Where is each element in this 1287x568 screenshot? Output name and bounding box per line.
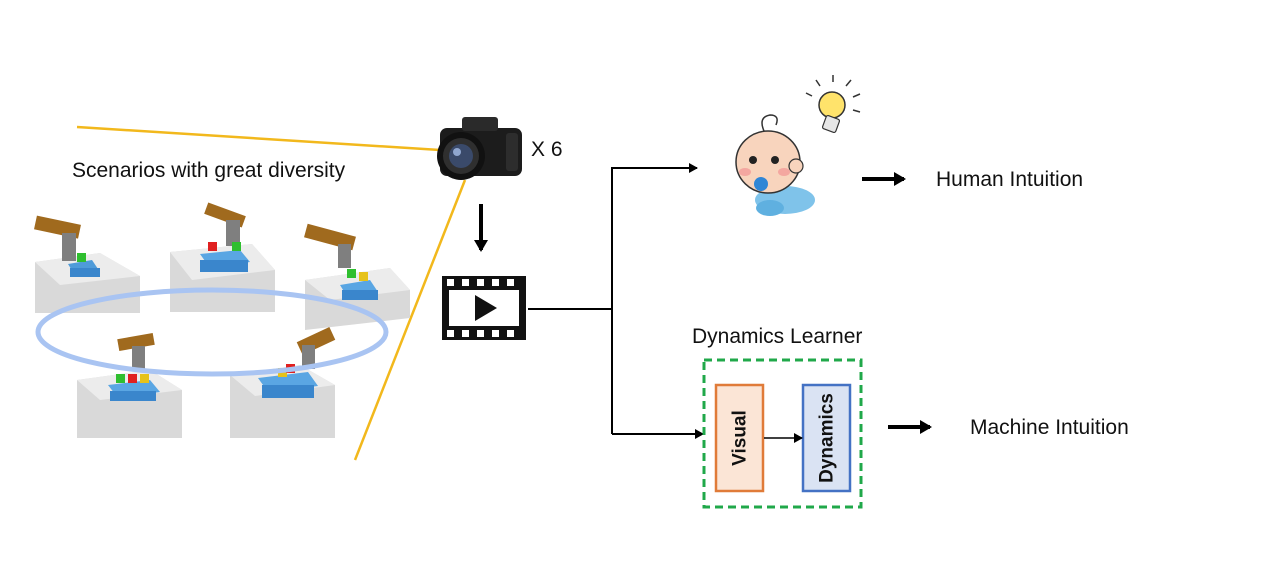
baby-icon [735, 114, 815, 216]
scene-top-right [304, 223, 410, 330]
scene-top-left [34, 215, 140, 313]
camera-count-label: X 6 [531, 138, 563, 161]
lightbulb-icon [805, 75, 861, 134]
human-intuition-label: Human Intuition [936, 168, 1084, 191]
dynamics-module-label: Dynamics [817, 393, 838, 483]
view-line-top [76, 125, 441, 152]
dynamics-learner-title: Dynamics Learner [692, 325, 863, 348]
view-line-bottom [353, 179, 467, 461]
dynamics-learner-box [702, 358, 863, 509]
visual-module-label: Visual [730, 410, 751, 466]
diversity-ring [35, 287, 389, 377]
dynamics-module-box [801, 383, 852, 493]
visual-module-box [714, 383, 765, 493]
scene-bottom-right [230, 327, 336, 438]
camera-icon [437, 117, 522, 180]
scenarios-label: Scenarios with great diversity [72, 159, 346, 182]
machine-intuition-label: Machine Intuition [970, 416, 1129, 439]
scene-bottom-left [77, 332, 182, 438]
scene-top-middle [170, 202, 275, 312]
video-icon [442, 276, 526, 340]
